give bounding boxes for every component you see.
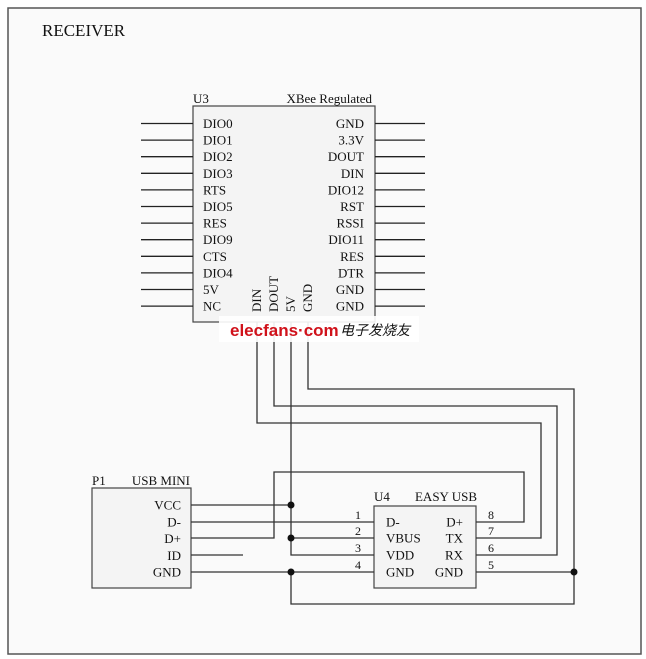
wire-gnd-loop — [290, 322, 575, 605]
u4-name: EASY USB — [415, 489, 477, 504]
u3-body — [192, 105, 376, 323]
u4-pin-number: 6 — [488, 541, 494, 555]
u3-bottom-pin-label: DOUT — [266, 276, 281, 312]
u4-pin-number: 1 — [355, 508, 361, 522]
p1-pin-label: GND — [153, 565, 181, 580]
u3-pin-label: DTR — [338, 265, 364, 280]
u3-pin-label: DIO4 — [203, 265, 233, 280]
u4-pin-number: 5 — [488, 558, 494, 572]
u3-pin-label: GND — [336, 299, 364, 314]
u3-pin-label: RTS — [203, 182, 226, 197]
u4-pin-label: GND — [435, 565, 463, 580]
u4-pin-number: 2 — [355, 524, 361, 538]
u3-pin-label: DIO12 — [328, 182, 364, 197]
u3-ref: U3 — [193, 91, 209, 106]
p1-pin-label: VCC — [154, 498, 181, 513]
wires — [191, 322, 575, 605]
u3-pin-label: CTS — [203, 249, 227, 264]
u3-bottom-pin-label: DIN — [249, 288, 264, 312]
u4-pin-label: TX — [446, 531, 464, 546]
u3-pin-label: 5V — [203, 282, 220, 297]
p1-pin-label: D+ — [164, 531, 181, 546]
wire-5v-to-vdd — [290, 322, 374, 556]
junction-dot — [287, 534, 295, 542]
u4-body — [373, 505, 477, 589]
watermark-site: elecfans·com — [230, 321, 339, 340]
u3-pin-label: RST — [340, 199, 364, 214]
watermark: elecfans·com 电子发烧友 — [219, 316, 419, 342]
u4-pin-label: D- — [386, 515, 400, 530]
u4-pin-label: D+ — [446, 515, 463, 530]
p1-body — [91, 487, 192, 589]
watermark-cn: 电子发烧友 — [340, 323, 412, 339]
junctions — [287, 501, 578, 576]
u4-pin-number: 3 — [355, 541, 361, 555]
p1-name: USB MINI — [132, 473, 190, 488]
u3-pin-label: DIO5 — [203, 199, 233, 214]
u4-ref: U4 — [374, 489, 390, 504]
wire-din-to-tx — [256, 322, 542, 539]
wire-dout-to-rx — [273, 322, 558, 556]
u3-pin-label: DIN — [341, 166, 365, 181]
u4-pin-label: VBUS — [386, 531, 421, 546]
u3-pin-label: NC — [203, 299, 221, 314]
junction-dot — [287, 568, 295, 576]
u4-pin-number: 8 — [488, 508, 494, 522]
u3-bottom-pin-label: 5V — [283, 296, 298, 313]
junction-dot — [570, 568, 578, 576]
u3-pin-label: GND — [336, 282, 364, 297]
u4-pin-number: 7 — [488, 524, 494, 538]
u3-bottom-pin-label: GND — [300, 284, 315, 312]
junction-dot — [287, 501, 295, 509]
p1-ref: P1 — [92, 473, 106, 488]
u4-pin-label: GND — [386, 565, 414, 580]
u3-pin-label: DIO11 — [328, 232, 364, 247]
u3-pin-label: RES — [340, 249, 364, 264]
diagram-title: RECEIVER — [42, 21, 126, 40]
p1-pin-label: ID — [167, 548, 181, 563]
u3-pin-label: 3.3V — [338, 133, 364, 148]
u4-pin-number: 4 — [355, 558, 361, 572]
u3-pin-label: DIO3 — [203, 166, 233, 181]
p1-pin-label: D- — [167, 514, 181, 529]
u3-pin-label: DIO9 — [203, 232, 233, 247]
u3-pin-label: RES — [203, 216, 227, 231]
u3-pin-label: DIO1 — [203, 133, 233, 148]
u3-pin-label: GND — [336, 116, 364, 131]
u3-pin-label: RSSI — [337, 216, 364, 231]
wire-d-plus — [191, 471, 525, 539]
watermark-bg — [219, 316, 419, 342]
u3-pin-label: DOUT — [328, 149, 364, 164]
u4-pin-label: VDD — [386, 548, 414, 563]
u3-name: XBee Regulated — [286, 91, 372, 106]
u3-pin-label: DIO2 — [203, 149, 233, 164]
u3-pin-label: DIO0 — [203, 116, 233, 131]
u4-pin-label: RX — [445, 548, 464, 563]
